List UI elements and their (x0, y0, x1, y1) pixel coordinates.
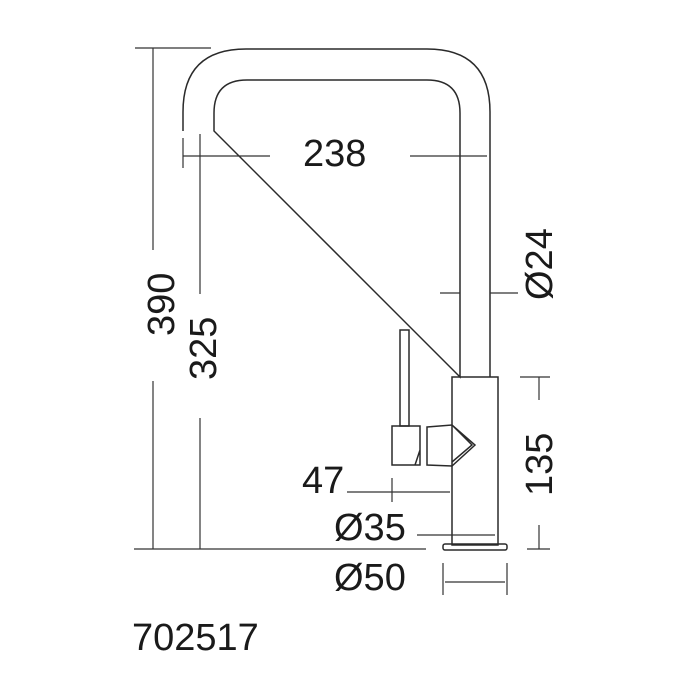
base-plate (442, 543, 508, 551)
body-diameter-label: Ø35 (334, 507, 406, 549)
dimension-total-height: 390 (135, 47, 211, 549)
dimension-base-diameter: Ø50 (334, 557, 508, 599)
dimension-body-height: 135 (519, 376, 561, 550)
faucet-body (451, 376, 499, 546)
spout-reach-label: 238 (303, 133, 366, 175)
spout-outline (182, 48, 491, 379)
spout-height-label: 325 (183, 317, 225, 380)
product-code: 702517 (132, 617, 259, 659)
dimension-spout-height: 325 (183, 134, 225, 549)
total-height-label: 390 (141, 273, 183, 336)
spout-diameter-label: Ø24 (519, 228, 561, 300)
lever-offset-label: 47 (302, 460, 344, 502)
body-height-label: 135 (519, 433, 561, 496)
dimension-spout-diameter: Ø24 (440, 228, 561, 300)
lever-block (391, 425, 421, 466)
dimension-spout-reach: 238 (182, 133, 487, 175)
dimension-body-diameter: Ø35 (334, 507, 495, 549)
base-diameter-label: Ø50 (334, 557, 406, 599)
dimension-lever-offset: 47 (302, 460, 450, 502)
lever-handle (399, 329, 410, 427)
lever-joint (426, 424, 477, 467)
